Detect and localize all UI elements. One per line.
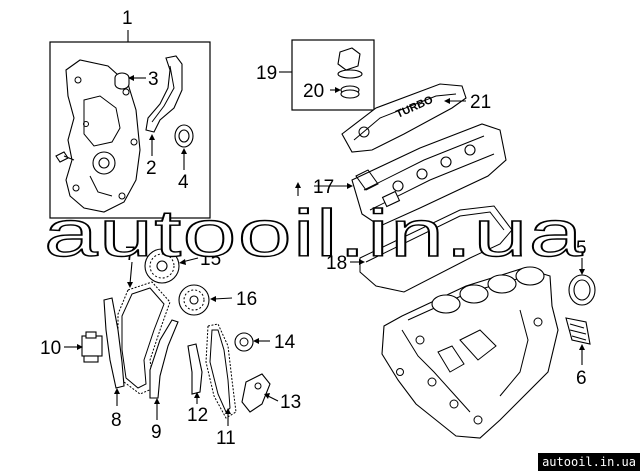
rear-seal — [568, 274, 596, 306]
engine-cover: TURBO — [341, 83, 467, 153]
callout-21: 21 — [470, 92, 491, 113]
balance-chain-guide — [187, 343, 203, 395]
callout-2: 2 — [146, 158, 157, 179]
valve-cover — [351, 123, 507, 227]
balance-chain — [205, 323, 237, 419]
callout-10: 10 — [40, 338, 61, 359]
callout-15: 15 — [200, 249, 221, 270]
cover-gasket — [145, 55, 183, 133]
group-box-19 — [291, 39, 375, 111]
callout-19: 19 — [256, 63, 277, 84]
callout-11: 11 — [216, 428, 236, 449]
callout-8: 8 — [111, 410, 122, 431]
timing-cover — [65, 59, 141, 213]
chain-guide — [103, 297, 125, 389]
block-cover-plate — [565, 317, 591, 345]
engine-block — [381, 266, 559, 439]
callout-16: 16 — [236, 289, 257, 310]
callout-leaders — [64, 75, 585, 426]
idler-sprocket — [178, 284, 210, 316]
callout-5: 5 — [576, 238, 587, 259]
watermark: autooil.in.ua — [44, 196, 584, 270]
oil-filler-cap — [337, 47, 363, 79]
callout-1: 1 — [122, 8, 133, 29]
chain-tensioner — [81, 331, 103, 363]
callout-14: 14 — [274, 332, 296, 353]
callout-4: 4 — [178, 172, 189, 193]
callout-3: 3 — [148, 69, 159, 90]
balance-tensioner — [241, 373, 271, 413]
callout-17: 17 — [313, 177, 334, 198]
group-box-1 — [49, 41, 211, 219]
cam-sprocket — [144, 248, 180, 284]
callout-7: 7 — [125, 244, 136, 265]
callout-13: 13 — [280, 392, 301, 413]
cap-seal — [340, 85, 360, 99]
callout-12: 12 — [187, 405, 208, 426]
valve-cover-gasket — [359, 205, 513, 293]
cover-bolt — [55, 151, 75, 163]
site-badge[interactable]: autooil.in.ua — [538, 453, 640, 471]
callout-20: 20 — [303, 81, 324, 102]
oil-pump-sprocket — [234, 332, 254, 352]
callout-18: 18 — [326, 253, 347, 274]
callout-6: 6 — [576, 368, 587, 389]
front-seal — [174, 124, 194, 148]
plug — [114, 72, 130, 90]
callout-9: 9 — [151, 422, 162, 443]
tensioner-arm — [149, 319, 179, 399]
